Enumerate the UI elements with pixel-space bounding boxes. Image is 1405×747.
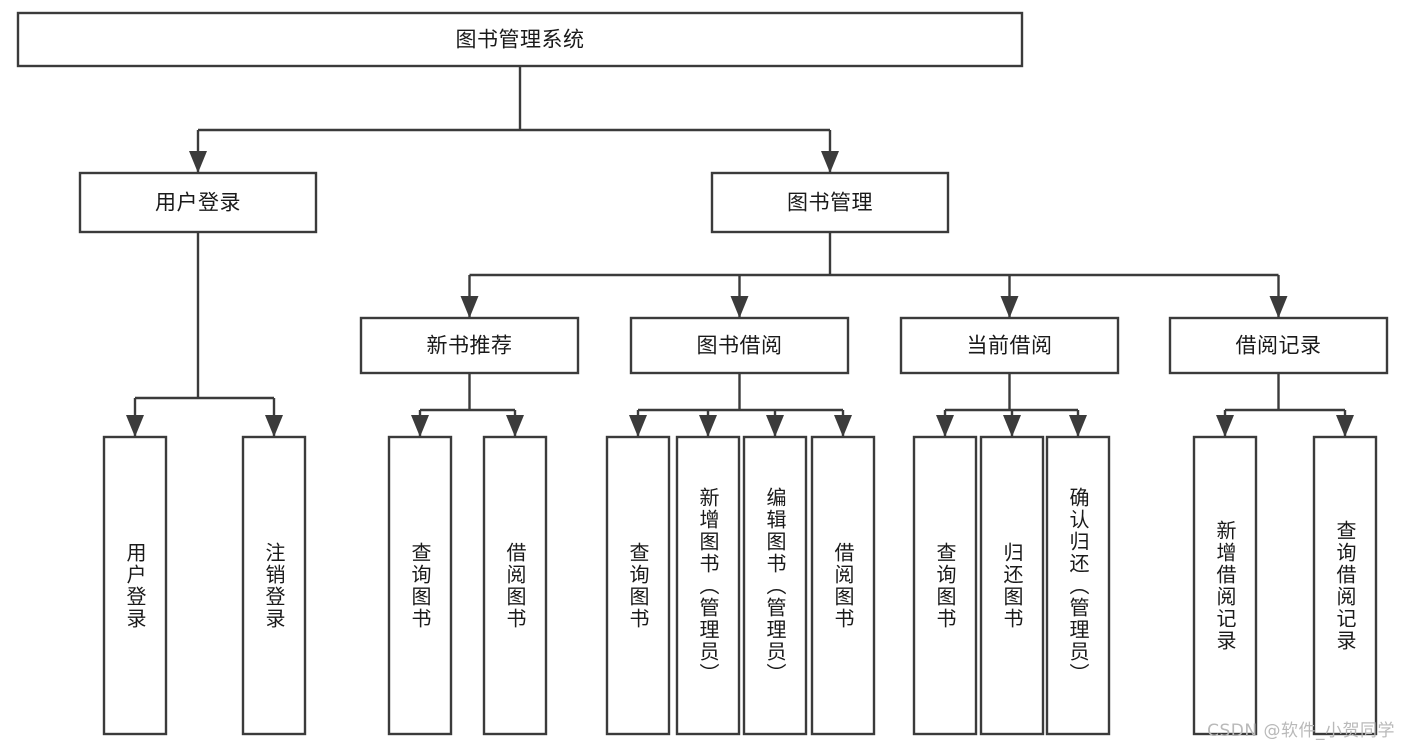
node-leaf-return-book[interactable] [979, 435, 1045, 736]
conn-user-login-arrowhead-1 [265, 415, 283, 437]
node-borrow-record[interactable]: 借阅记录 [1168, 316, 1389, 375]
conn-book-borrow-arrowhead-1 [699, 415, 717, 437]
node-leaf-add-book[interactable] [675, 435, 741, 736]
conn-root-arrowhead-0 [189, 151, 207, 173]
node-root-root-label: 图书管理系统 [456, 28, 585, 52]
node-book-borrow[interactable]: 图书借阅 [629, 316, 850, 375]
node-current-borrow[interactable]: 当前借阅 [899, 316, 1120, 375]
node-leaf-borrow-book-1-rect[interactable] [482, 435, 548, 736]
conn-borrow-record-arrowhead-1 [1336, 415, 1354, 437]
conn-book-manage-arrowhead-0 [460, 296, 479, 318]
conn-root-arrowhead-1 [821, 151, 839, 173]
conn-book-borrow-arrowhead-3 [834, 415, 852, 437]
node-leaf-add-record-rect[interactable] [1192, 435, 1258, 736]
node-root-root-rect[interactable] [16, 11, 1024, 68]
conn-book-manage-arrowhead-2 [1000, 296, 1019, 318]
node-leaf-query-record[interactable] [1312, 435, 1378, 736]
node-leaf-edit-book[interactable] [742, 435, 808, 736]
node-book-manage-label: 图书管理 [787, 191, 873, 215]
node-leaf-query-book-1[interactable] [387, 435, 453, 736]
node-borrow-record-rect[interactable] [1168, 316, 1389, 375]
node-leaf-query-book-3-rect[interactable] [912, 435, 978, 736]
node-user-login[interactable]: 用户登录 [78, 171, 318, 234]
node-leaf-query-book-2-rect[interactable] [605, 435, 671, 736]
node-book-manage[interactable]: 图书管理 [710, 171, 950, 234]
node-leaf-return-book-rect[interactable] [979, 435, 1045, 736]
conn-borrow-record-arrowhead-0 [1216, 415, 1234, 437]
conn-current-borrow-arrowhead-2 [1069, 415, 1087, 437]
node-leaf-edit-book-rect[interactable] [742, 435, 808, 736]
node-leaf-borrow-book-2[interactable] [810, 435, 876, 736]
conn-book-manage-arrowhead-1 [730, 296, 749, 318]
node-leaf-confirm-return-rect[interactable] [1045, 435, 1111, 736]
node-current-borrow-label: 当前借阅 [967, 334, 1053, 358]
node-leaf-user-login[interactable] [102, 435, 168, 736]
node-leaf-query-book-3[interactable] [912, 435, 978, 736]
node-leaf-logout[interactable] [241, 435, 307, 736]
conn-book-manage-arrowhead-3 [1269, 296, 1288, 318]
node-leaf-query-record-rect[interactable] [1312, 435, 1378, 736]
node-user-login-label: 用户登录 [155, 191, 241, 215]
conn-new-book-recommend-arrowhead-1 [506, 415, 524, 437]
node-leaf-user-login-rect[interactable] [102, 435, 168, 736]
node-leaf-query-book-1-rect[interactable] [387, 435, 453, 736]
conn-book-borrow-arrowhead-0 [629, 415, 647, 437]
node-new-book-recommend[interactable]: 新书推荐 [359, 316, 580, 375]
conn-book-borrow-arrowhead-2 [766, 415, 784, 437]
node-leaf-logout-rect[interactable] [241, 435, 307, 736]
conn-current-borrow-arrowhead-1 [1003, 415, 1021, 437]
connectors-layer [126, 66, 1354, 437]
conn-current-borrow-arrowhead-0 [936, 415, 954, 437]
conn-user-login-arrowhead-0 [126, 415, 144, 437]
node-new-book-recommend-label: 新书推荐 [427, 334, 513, 358]
node-leaf-borrow-book-1[interactable] [482, 435, 548, 736]
node-leaf-query-book-2[interactable] [605, 435, 671, 736]
conn-new-book-recommend-arrowhead-0 [411, 415, 429, 437]
node-user-login-rect[interactable] [78, 171, 318, 234]
node-borrow-record-label: 借阅记录 [1236, 334, 1322, 358]
node-leaf-add-book-rect[interactable] [675, 435, 741, 736]
node-leaf-confirm-return[interactable] [1045, 435, 1111, 736]
node-new-book-recommend-rect[interactable] [359, 316, 580, 375]
watermark-text: CSDN @软件_小贺同学 [1207, 721, 1395, 741]
node-book-manage-rect[interactable] [710, 171, 950, 234]
node-leaf-borrow-book-2-rect[interactable] [810, 435, 876, 736]
node-current-borrow-rect[interactable] [899, 316, 1120, 375]
node-leaf-add-record[interactable] [1192, 435, 1258, 736]
node-book-borrow-rect[interactable] [629, 316, 850, 375]
node-root-root[interactable]: 图书管理系统 [16, 11, 1024, 68]
node-book-borrow-label: 图书借阅 [697, 334, 783, 358]
